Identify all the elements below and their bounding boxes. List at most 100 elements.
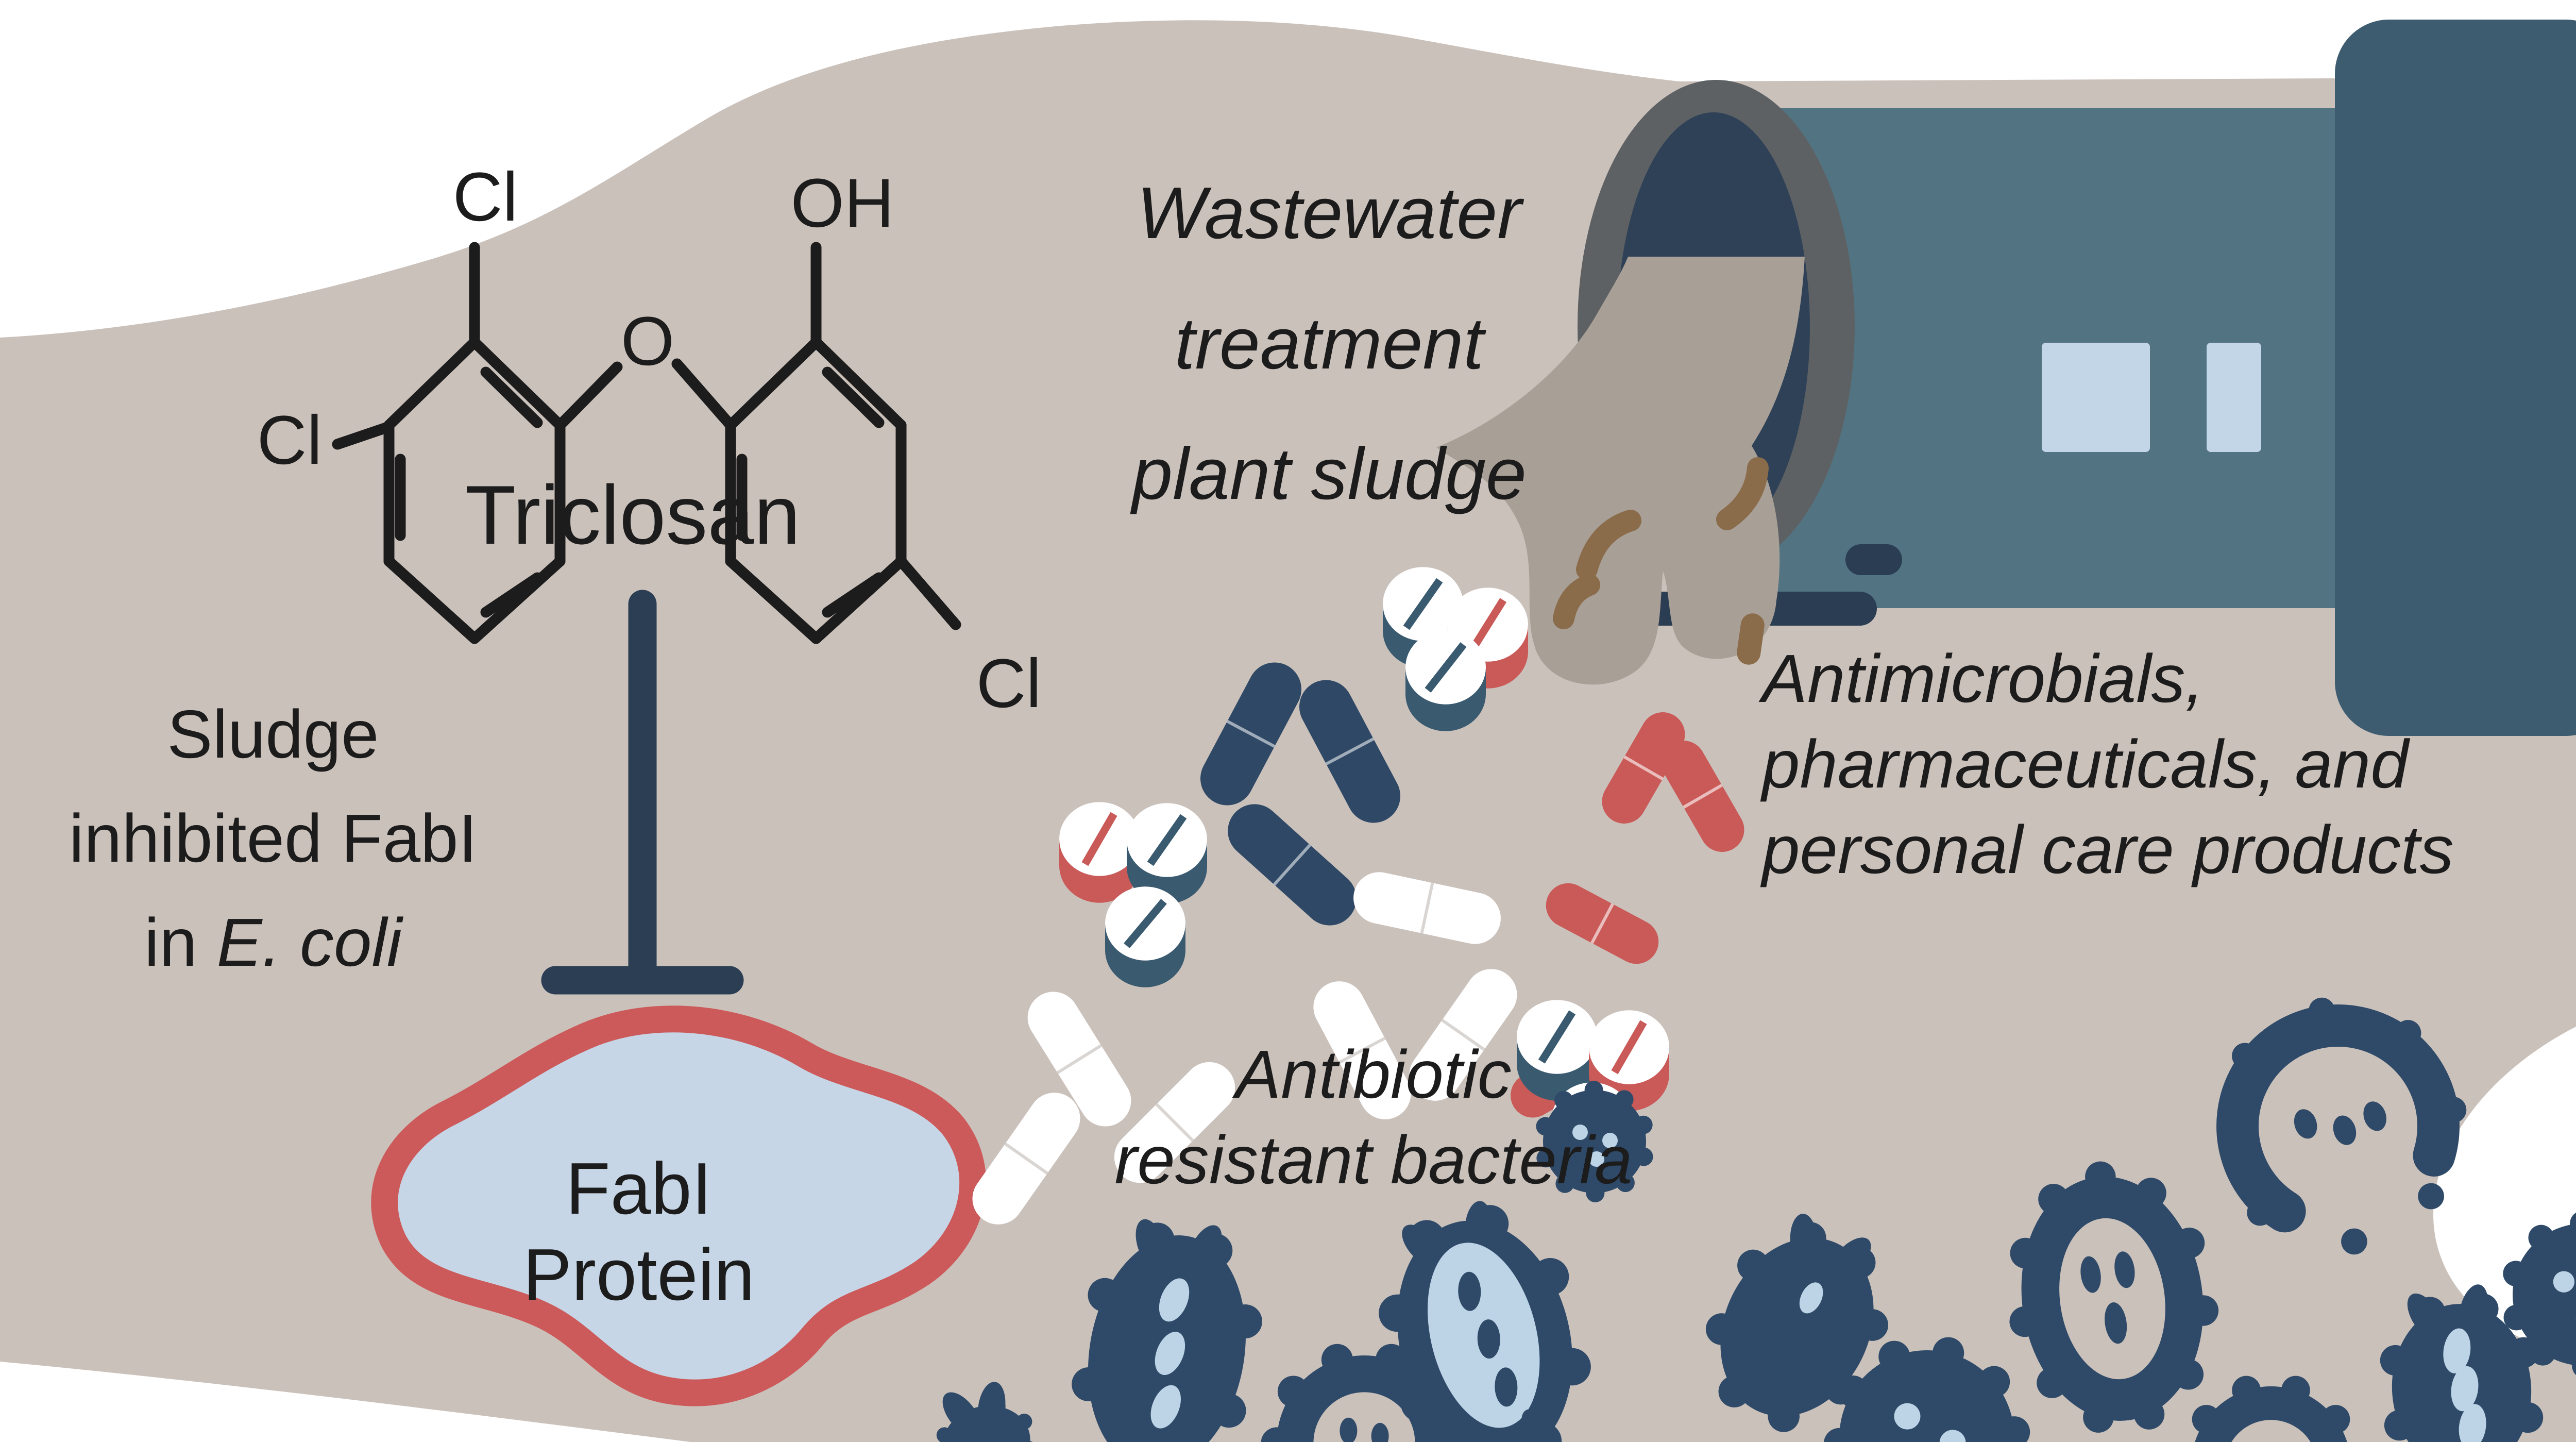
bacterium-bump (1718, 1376, 1751, 1407)
bacterium-bump (1375, 1344, 1408, 1376)
pipe-window (2207, 343, 2261, 452)
bacterium-horn (1465, 1201, 1492, 1253)
bacterium-spot (1477, 1319, 1500, 1359)
molecule-atom-labels: Cl OH O Cl Cl (257, 159, 1042, 722)
bacterium-spot (1340, 1417, 1358, 1442)
capsule-seam (1273, 844, 1312, 886)
bacterium-bump (1536, 1117, 1555, 1136)
bacterium-bump (2418, 1183, 2444, 1210)
fabi-protein-blob (371, 1005, 987, 1406)
bacteria-cluster (936, 997, 2576, 1442)
bacterium-bump (1584, 1081, 1603, 1100)
bacterium-bump (2528, 1225, 2554, 1251)
bacterium-body (2216, 1004, 2460, 1233)
bacterium-bump (2009, 1306, 2040, 1337)
bacterium-body (1839, 1350, 2014, 1442)
bacterium-bump (2530, 1339, 2556, 1366)
bacterium-spot (2451, 1366, 2479, 1412)
bacterium-bump (2085, 1161, 2116, 1193)
atom-label-cl-right: Cl (976, 645, 1042, 722)
bacterium-bump (2136, 1178, 2166, 1209)
tablet-icon (1127, 803, 1207, 904)
bacterium-bump (2133, 1399, 2165, 1430)
bacterium-horn (1472, 1426, 1500, 1442)
bacterium-bump (1553, 1348, 1591, 1386)
bacterium-bump (1072, 1367, 1106, 1402)
sludge-speck (1737, 613, 1765, 665)
bacterium-blob-icon (1379, 1201, 1591, 1442)
bacterium-spot (1602, 1133, 1618, 1148)
bacterium-bump (1768, 1400, 1800, 1432)
bacterium-bump (2572, 1356, 2576, 1376)
antibiotic-caption: Antibiotic resistant bacteria (1114, 1036, 1632, 1198)
capsule-seam (1325, 737, 1375, 766)
tablet-icon (1105, 886, 1185, 987)
tablet-score-line (1403, 578, 1443, 630)
bacterium-blob-icon (1705, 1214, 1889, 1432)
bacterium-bump (1978, 1366, 2010, 1398)
bacterium-bump (2281, 1376, 2310, 1405)
bacterium-bump (2395, 1020, 2421, 1046)
bacterium-bump (2038, 1183, 2069, 1215)
pills-cluster (972, 567, 1744, 1225)
bacterium-bump (1016, 1414, 1032, 1430)
caption-line: treatment (1175, 303, 1486, 384)
bacterium-bump (2380, 1345, 2411, 1376)
bacterium-horn (1402, 1225, 1442, 1267)
bacterium-center (1313, 1392, 1415, 1442)
bacterium-horn (1790, 1214, 1817, 1265)
bacterium-ringface-icon (2009, 1161, 2219, 1433)
bacterium-body (1543, 1090, 1646, 1193)
white-capsule-icon (972, 1093, 1080, 1225)
bacterium-spot (2443, 1328, 2471, 1373)
bacterium-bump (936, 1427, 953, 1442)
bacterium-bump (1261, 1427, 1293, 1442)
tablet-score-line (1147, 814, 1187, 866)
bacterium-gear-icon (1536, 1081, 1653, 1202)
bacterium-bump (1933, 1337, 1964, 1369)
bacterium-bump (1400, 1384, 1438, 1422)
bacterium-eye (2080, 1256, 2101, 1293)
bacterium-spot (2553, 1271, 2575, 1293)
navy-capsule-icon (1200, 662, 1302, 806)
bacterium-horn (942, 1392, 981, 1436)
caption-line: personal care products (1760, 812, 2454, 887)
white-capsule-icon (1409, 969, 1517, 1101)
fabi-label-line: FabI (566, 1148, 712, 1230)
bacterium-bump (1615, 1090, 1634, 1109)
white-capsule-icon (1114, 1062, 1235, 1183)
capsule-seam (1057, 1044, 1102, 1075)
tablet-score-line (1469, 598, 1507, 651)
fabi-label-line: Protein (523, 1234, 755, 1316)
bacterium-bump (1823, 1428, 1855, 1442)
bacterium-horn (2407, 1293, 2443, 1339)
bacterium-bump (1536, 1149, 1555, 1168)
bacterium-bump (2570, 1212, 2576, 1235)
bacterium-bump (2173, 1359, 2204, 1390)
bacterium-bump (2232, 1376, 2261, 1405)
atom-label-o: O (621, 303, 674, 380)
bacterium-spot (1572, 1125, 1588, 1140)
bacterium-spot (2294, 1109, 2317, 1139)
pipe-window (2042, 343, 2150, 452)
bacterium-spot (2459, 1404, 2486, 1442)
bacterium-bump (1321, 1344, 1353, 1376)
tablet-score-line (1124, 899, 1167, 948)
note-line: inhibited FabI (69, 800, 478, 876)
white-capsule-icon (1027, 992, 1131, 1127)
bacterium-bump (2309, 997, 2335, 1024)
caption-line: plant sludge (1130, 433, 1527, 515)
tablet-icon (1517, 1000, 1597, 1101)
captions: Wastewater treatment plant sludge Antimi… (1114, 172, 2453, 1198)
capsule-seam (1623, 755, 1664, 781)
sludge-speck (1553, 574, 1600, 629)
bacterium-spot (2363, 1101, 2386, 1131)
atom-label-oh: OH (791, 165, 894, 242)
caption-line: resistant bacteria (1114, 1122, 1632, 1198)
bacterium-bump (1998, 1416, 2030, 1442)
bacterium-bump (1586, 1183, 1605, 1202)
capsule-seam (1338, 1036, 1386, 1064)
bacterium-bump (2321, 1404, 2350, 1434)
inhibition-arrow-icon (541, 590, 744, 995)
bacterium-bump (2384, 1410, 2415, 1441)
